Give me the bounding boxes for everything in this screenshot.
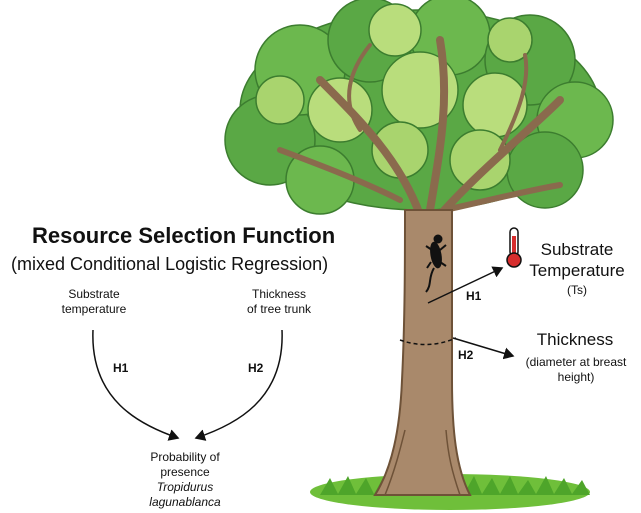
tree-canopy (224, 0, 614, 215)
tree-h1-label: H1 (466, 289, 482, 303)
rsf-h2-label: H2 (248, 361, 264, 375)
thickness-note: (diameter at breast height) (525, 355, 627, 384)
predictor-substrate-temperature: Substrate temperature (61, 287, 127, 316)
arrow-h1-rsf (92, 329, 180, 441)
thickness-label: Thickness (536, 330, 614, 349)
rsf-h1-label: H1 (113, 361, 129, 375)
predictor-trunk-thickness: Thickness of tree trunk (246, 287, 312, 316)
lizard-icon (425, 234, 447, 293)
dbh-measurement-line (399, 337, 457, 346)
substrate-temperature-label: Substrate Temperature (529, 240, 625, 280)
tree-trunk (373, 209, 472, 496)
rsf-title: Resource Selection Function (32, 223, 336, 248)
ts-abbrev: (Ts) (567, 283, 587, 297)
arrow-h1-tree (427, 266, 504, 304)
arrow-h2-tree (452, 337, 515, 360)
species-name: Tropidurus (156, 480, 214, 494)
thermometer-icon (506, 227, 522, 268)
outcome-probability: Probability of presence Tropidurus lagun… (135, 450, 235, 510)
tree-branches (277, 36, 564, 219)
tree-h2-label: H2 (458, 348, 474, 362)
arrow-h2-rsf (194, 329, 283, 441)
rsf-subtitle: (mixed Conditional Logistic Regression) (11, 254, 329, 274)
